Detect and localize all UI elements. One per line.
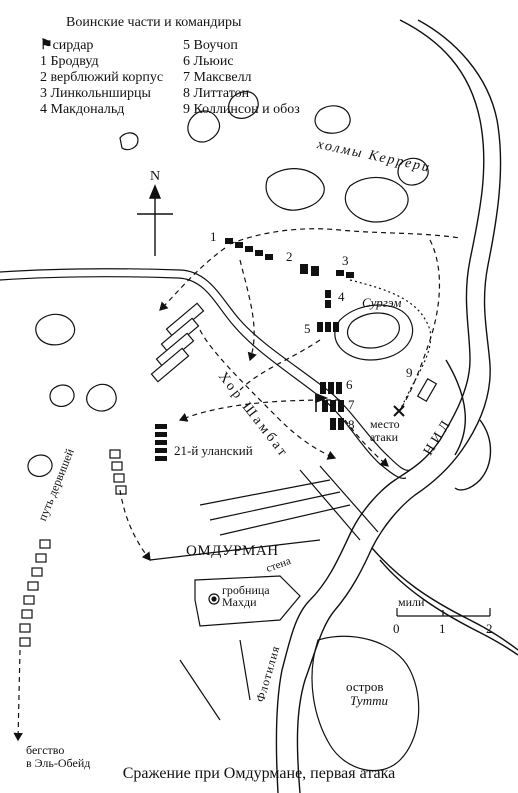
legend-item: 5 Воучоп (183, 38, 238, 53)
island-label-2: Тутти (350, 693, 388, 708)
lancers-label: 21-й уланский (174, 443, 253, 458)
legend-item: 3 Линкольнширцы (40, 86, 151, 101)
omdurman-label: ОМДУРМАН (186, 543, 279, 559)
scale-bar (396, 608, 491, 617)
attack-place-label-2: атаки (370, 430, 398, 444)
dervish-formations (19, 302, 438, 647)
unit-number-4: 4 (338, 289, 345, 304)
legend-item: 8 Литтатон (183, 86, 250, 101)
attack-place-label-1: место (370, 417, 400, 431)
omdurman-town (149, 465, 379, 721)
unit-number-5: 5 (304, 321, 311, 336)
british-units (155, 238, 354, 461)
unit-number-8: 8 (348, 417, 355, 432)
attack-route (349, 279, 432, 411)
island-label-1: остров (346, 679, 384, 694)
legend-title: Воинские части и командиры (66, 15, 242, 30)
unit-number-6: 6 (346, 377, 353, 392)
tomb-label-2: Махди (222, 595, 257, 609)
legend-item: 2 верблюжий корпус (40, 70, 164, 85)
flight-label-2: в Эль-Обейд (26, 756, 91, 770)
legend-item: 4 Макдональд (40, 102, 125, 117)
movement-paths (13, 228, 461, 742)
legend-item: 9 Коллинсон и обоз (183, 102, 300, 117)
map-caption: Сражение при Омдурмане, первая атака (122, 765, 396, 782)
surgham-hill (334, 304, 414, 361)
unit-number-3: 3 (342, 253, 349, 268)
surgham-label: Сургэм (362, 295, 402, 310)
legend-item: 6 Льюис (183, 54, 234, 69)
tomb-label-1: гробница (222, 583, 270, 597)
tutti-island (311, 635, 420, 772)
unit-number-1: 1 (210, 229, 217, 244)
scale-title: мили (398, 595, 425, 609)
legend-sirdar-label: сирдар (52, 38, 94, 53)
legend-item: 7 Максвелл (183, 70, 252, 85)
attack-place-marker (393, 405, 405, 417)
legend-sirdar: ⚑сирдар (40, 38, 163, 54)
legend-item: 1 Бродвуд (40, 54, 99, 69)
legend-right: 5 Воучоп 6 Льюис 7 Максвелл 8 Литтатон 9… (183, 38, 300, 118)
scale-tick-2: 2 (486, 621, 493, 636)
sirdar-flag-icon: ⚑ (40, 38, 53, 53)
north-label: N (150, 169, 161, 184)
legend-left: ⚑сирдар 1 Бродвуд 2 верблюжий корпус 3 Л… (40, 38, 163, 118)
unit-number-2: 2 (286, 249, 293, 264)
mahdi-tomb-icon (208, 593, 220, 605)
north-arrow (137, 184, 173, 256)
nile-river (275, 19, 518, 793)
kerreri-hills (27, 91, 429, 477)
unit-number-9: 9 (406, 365, 413, 380)
unit-number-7: 7 (348, 397, 355, 412)
flight-label-1: бегство (26, 743, 65, 757)
scale-tick-1: 1 (439, 621, 446, 636)
scale-tick-0: 0 (393, 621, 400, 636)
